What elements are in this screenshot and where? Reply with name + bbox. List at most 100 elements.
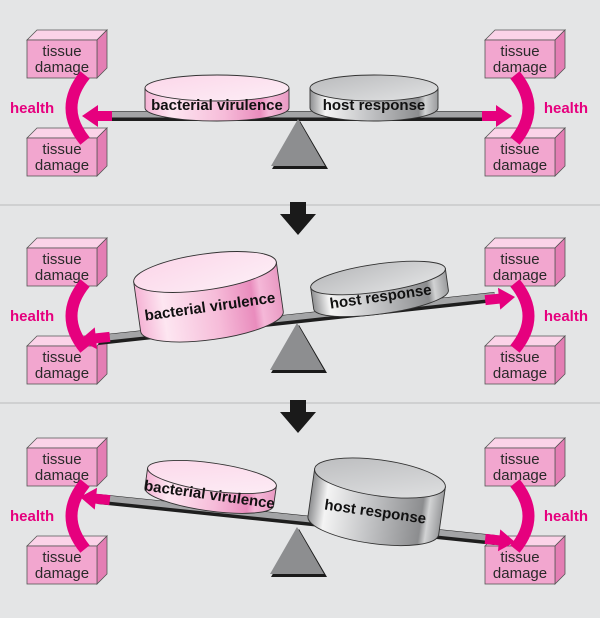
fulcrum-panel-2 xyxy=(270,323,327,373)
health-arc-right xyxy=(510,279,535,353)
box-label-line1: tissue xyxy=(500,451,539,468)
box-label-line1: tissue xyxy=(42,349,81,366)
box-top-face xyxy=(26,127,108,139)
arrow-to-damage-right-panel-3 xyxy=(484,529,515,552)
box-label-line1: tissue xyxy=(42,251,81,268)
box-label-line2: damage xyxy=(35,365,89,382)
direction-arrow-icon xyxy=(482,105,512,127)
box-label-line2: damage xyxy=(493,467,547,484)
arrow-to-damage-left-panel-3 xyxy=(80,487,111,510)
bacterial-virulence-weight-panel-1: bacterial virulence xyxy=(144,74,290,122)
direction-arrow-icon xyxy=(484,287,515,310)
box-label-line2: damage xyxy=(35,565,89,582)
box-label-line1: tissue xyxy=(42,43,81,60)
host-response-weight-panel-1: host response xyxy=(309,74,439,122)
box-label-line2: damage xyxy=(493,565,547,582)
box-label-line1: tissue xyxy=(500,549,539,566)
health-arc-left xyxy=(65,479,90,553)
host-response-weight-panel-3: host response xyxy=(307,457,446,547)
transition-arrow-2 xyxy=(280,400,316,433)
fulcrum-icon xyxy=(271,119,325,166)
box-label-line1: tissue xyxy=(42,451,81,468)
bacterial-virulence-weight-panel-3: bacterial virulence xyxy=(143,459,277,514)
health-arc-icon xyxy=(510,479,535,553)
health-arc-left xyxy=(65,279,90,353)
box-front-face xyxy=(26,345,98,385)
health-arc-right xyxy=(510,479,535,553)
arrow-to-damage-right xyxy=(484,287,515,310)
bacterial-virulence-label: bacterial virulence xyxy=(151,97,283,114)
box-label-line2: damage xyxy=(493,365,547,382)
fulcrum-icon xyxy=(270,323,324,370)
drum-top xyxy=(144,74,290,102)
box-front-face xyxy=(26,247,98,287)
arrow-to-health-right xyxy=(482,105,512,127)
box-top-face xyxy=(26,29,108,41)
drum-top xyxy=(310,260,446,296)
drum-top xyxy=(147,459,277,495)
box-top-face xyxy=(484,437,566,449)
health-arc-icon xyxy=(510,279,535,353)
direction-arrow-icon xyxy=(80,327,111,350)
box-label-line1: tissue xyxy=(42,141,81,158)
health-arc-right xyxy=(510,71,535,145)
health-arc-icon xyxy=(510,71,535,145)
health-arc-left xyxy=(65,71,90,145)
box-label-line2: damage xyxy=(35,157,89,174)
box-front-face xyxy=(26,545,98,585)
health-label-left: health xyxy=(10,508,54,525)
box-label-line2: damage xyxy=(493,267,547,284)
direction-arrow-icon xyxy=(80,487,111,510)
fulcrum-panel-3 xyxy=(270,527,327,577)
drum-top xyxy=(309,74,439,102)
box-label-line1: tissue xyxy=(42,549,81,566)
box-label-line2: damage xyxy=(35,59,89,76)
arrow-to-damage-left xyxy=(80,327,111,350)
box-front-face xyxy=(26,137,98,177)
box-label-line2: damage xyxy=(493,59,547,76)
box-top-face xyxy=(484,237,566,249)
direction-arrow-icon xyxy=(82,105,112,127)
box-label-line2: damage xyxy=(35,267,89,284)
health-label-right: health xyxy=(544,308,588,325)
drum-top xyxy=(133,251,277,293)
bacterial-virulence-weight-panel-2: bacterial virulence xyxy=(133,251,284,343)
box-top-face xyxy=(484,29,566,41)
box-label-line2: damage xyxy=(493,157,547,174)
box-front-face xyxy=(26,447,98,487)
arrow-to-health-left xyxy=(82,105,112,127)
box-label-line2: damage xyxy=(35,467,89,484)
direction-arrow-icon xyxy=(484,529,515,552)
box-front-face xyxy=(26,39,98,79)
box-label-line1: tissue xyxy=(500,43,539,60)
health-label-left: health xyxy=(10,308,54,325)
health-label-right: health xyxy=(544,100,588,117)
box-front-face xyxy=(484,545,556,585)
health-label-right: health xyxy=(544,508,588,525)
transition-arrow-1 xyxy=(280,202,316,235)
health-arc-icon xyxy=(65,479,90,553)
box-top-face xyxy=(26,237,108,249)
box-label-line1: tissue xyxy=(500,251,539,268)
health-arc-icon xyxy=(65,279,90,353)
health-label-left: health xyxy=(10,100,54,117)
host-response-label: host response xyxy=(323,97,426,114)
box-label-line1: tissue xyxy=(500,349,539,366)
box-label-line1: tissue xyxy=(500,141,539,158)
drum-top xyxy=(314,457,446,499)
health-arc-icon xyxy=(65,71,90,145)
box-top-face xyxy=(26,535,108,547)
box-top-face xyxy=(26,437,108,449)
fulcrum-icon xyxy=(270,527,324,574)
host-response-weight-panel-2: host response xyxy=(310,260,449,318)
